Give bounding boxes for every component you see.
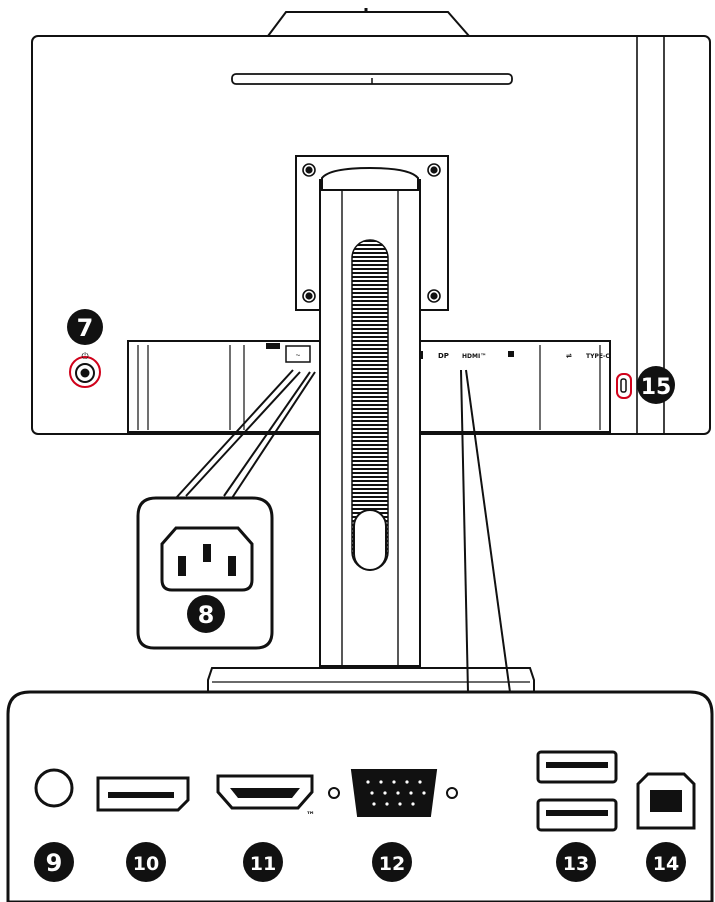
kensington-lock-highlight	[616, 373, 632, 399]
callout-12-badge	[372, 842, 412, 882]
usb-port-mark: ⇌	[566, 352, 572, 360]
callout-7-label: 7	[77, 314, 94, 342]
cable-management-clip	[353, 509, 387, 571]
callout-10-label: 10	[133, 853, 159, 875]
vesa-screw-br-inner	[430, 292, 438, 300]
vga-screw-left	[328, 787, 340, 799]
vga-pin	[383, 791, 387, 795]
io-strip-port-marks: ~ DP HDMI™ ⇌ TYPE-C	[266, 343, 610, 363]
vga-pin	[418, 780, 422, 784]
vga-pin	[366, 780, 370, 784]
vga-pin	[396, 791, 400, 795]
hdmi-pins	[230, 788, 300, 798]
vga-pins	[366, 780, 426, 806]
callout-8-label: 8	[198, 601, 215, 629]
vga-port-mark	[508, 351, 514, 357]
vga-pin	[385, 802, 389, 806]
ac-inlet-small	[285, 345, 311, 363]
vga-pin	[379, 780, 383, 784]
callout-11-label: 11	[250, 853, 276, 875]
ac-zoom-leader-right	[223, 371, 311, 497]
vesa-screw-tr-inner	[430, 166, 438, 174]
vga-pin	[422, 791, 426, 795]
vga-pin	[411, 802, 415, 806]
hdmi-port-label: HDMI™	[462, 353, 486, 360]
hdmi-trademark: ™	[306, 811, 315, 821]
callout-14-badge	[646, 842, 686, 882]
callout-13-badge	[556, 842, 596, 882]
power-button-center	[80, 368, 90, 378]
vga-pin	[370, 791, 374, 795]
vesa-screw-bl-inner	[305, 292, 313, 300]
port-panel-leader-1	[460, 369, 469, 693]
vga-pin	[409, 791, 413, 795]
callout-11-badge	[243, 842, 283, 882]
stand-base	[207, 667, 535, 693]
ac-pin-left	[178, 556, 186, 576]
callout-14-label: 14	[653, 853, 679, 875]
callout-15-label: 15	[641, 375, 672, 400]
callout-7-badge	[67, 309, 103, 345]
power-icon: ⏻	[81, 351, 88, 361]
vga-pin	[405, 780, 409, 784]
dp-port-label: DP	[438, 352, 449, 360]
vga-pin	[398, 802, 402, 806]
displayport-pins	[108, 792, 174, 798]
callout-10-badge	[126, 842, 166, 882]
callout-15-badge	[637, 366, 675, 404]
kensington-lock	[620, 378, 627, 393]
ac-zoom-leader-left	[185, 371, 301, 497]
ac-inlet-glyph: ~	[296, 351, 301, 360]
ac-zoom-leader-left-in	[175, 369, 294, 499]
ac-pin-right	[228, 556, 236, 576]
usb-b-port-core	[650, 790, 682, 812]
callout-8-badge	[187, 595, 225, 633]
vga-pin	[392, 780, 396, 784]
small-lock-mark	[266, 343, 280, 349]
callout-13-label: 13	[563, 853, 589, 875]
ac-pin-center	[203, 544, 211, 562]
power-button-highlight	[69, 356, 101, 388]
io-strip-slots	[137, 345, 601, 430]
typec-port-label: TYPE-C	[586, 353, 610, 360]
vga-screw-right	[446, 787, 458, 799]
stand-neck-top	[321, 166, 419, 191]
callout-9-badge	[34, 842, 74, 882]
audio-jack	[34, 768, 74, 808]
usb-a-port-top-tongue	[546, 762, 608, 768]
port-panel-leader-2	[465, 369, 511, 693]
callout-9-label: 9	[46, 849, 63, 877]
vesa-screw-tl-inner	[305, 166, 313, 174]
callout-12-label: 12	[379, 853, 405, 875]
ac-zoom-leader-right-in	[231, 371, 316, 499]
vesa-screws	[302, 163, 441, 303]
vga-pin	[372, 802, 376, 806]
usb-a-port-bottom-tongue	[546, 810, 608, 816]
